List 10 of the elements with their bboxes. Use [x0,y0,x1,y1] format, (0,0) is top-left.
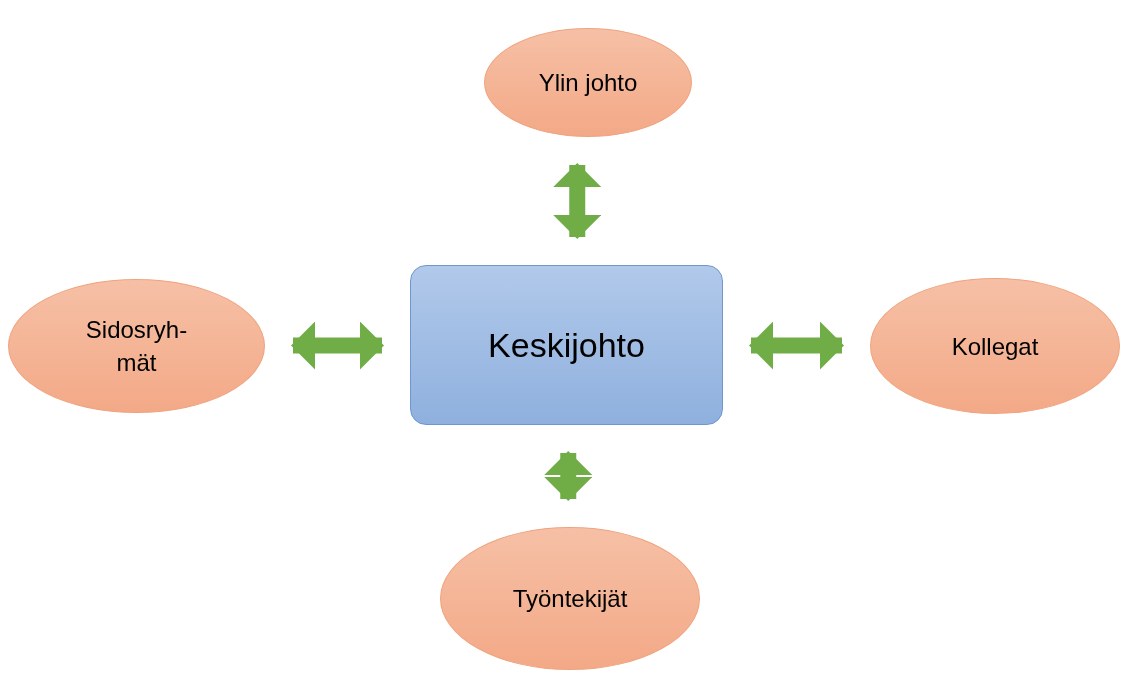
node-label: Ylin johto [538,68,638,98]
double-arrow [553,163,602,239]
node-label: Keskijohto [488,324,645,366]
node-label: Kollegat [951,331,1039,362]
double-arrow [544,451,593,501]
node-label: Työntekijät [512,584,628,614]
node-label: Sidosryh-mät [84,315,189,378]
double-arrow [749,321,844,370]
process-box [410,265,723,425]
double-arrow [291,321,384,370]
